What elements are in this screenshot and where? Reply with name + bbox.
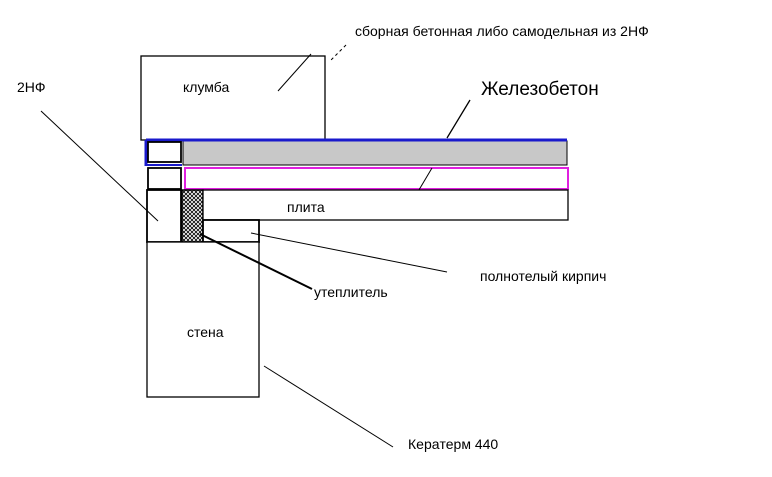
insulation-block (181, 189, 204, 243)
brick-top (147, 141, 182, 163)
brick-middle (147, 167, 182, 190)
prefab-leader-line (277, 53, 312, 92)
insulation-label: утеплитель (314, 284, 388, 300)
reinforced-concrete-leader (446, 99, 471, 139)
prefab-label: сборная бетонная либо самодельная из 2НФ (355, 23, 649, 39)
wall (146, 241, 260, 398)
wall-label: стена (187, 324, 224, 340)
slab (202, 189, 569, 221)
brick-2nf-label: 2НФ (17, 79, 46, 95)
flowerbed-label: клумба (183, 79, 229, 95)
magenta-layer (184, 167, 569, 190)
solid-brick-leader (250, 232, 448, 273)
brick-2nf-leader (40, 110, 159, 222)
keraterm-label: Керaтерм 440 (408, 436, 498, 452)
keraterm-leader (263, 365, 394, 448)
insulation-leader (199, 233, 313, 290)
concrete-layer (182, 140, 568, 166)
reinforced-concrete-label: Железобетон (481, 79, 599, 100)
flowerbed-box (140, 55, 326, 141)
solid-brick-label: полнотелый кирпич (480, 268, 606, 284)
slab-label: плита (287, 199, 325, 215)
prefab-leader-dash (330, 44, 347, 61)
